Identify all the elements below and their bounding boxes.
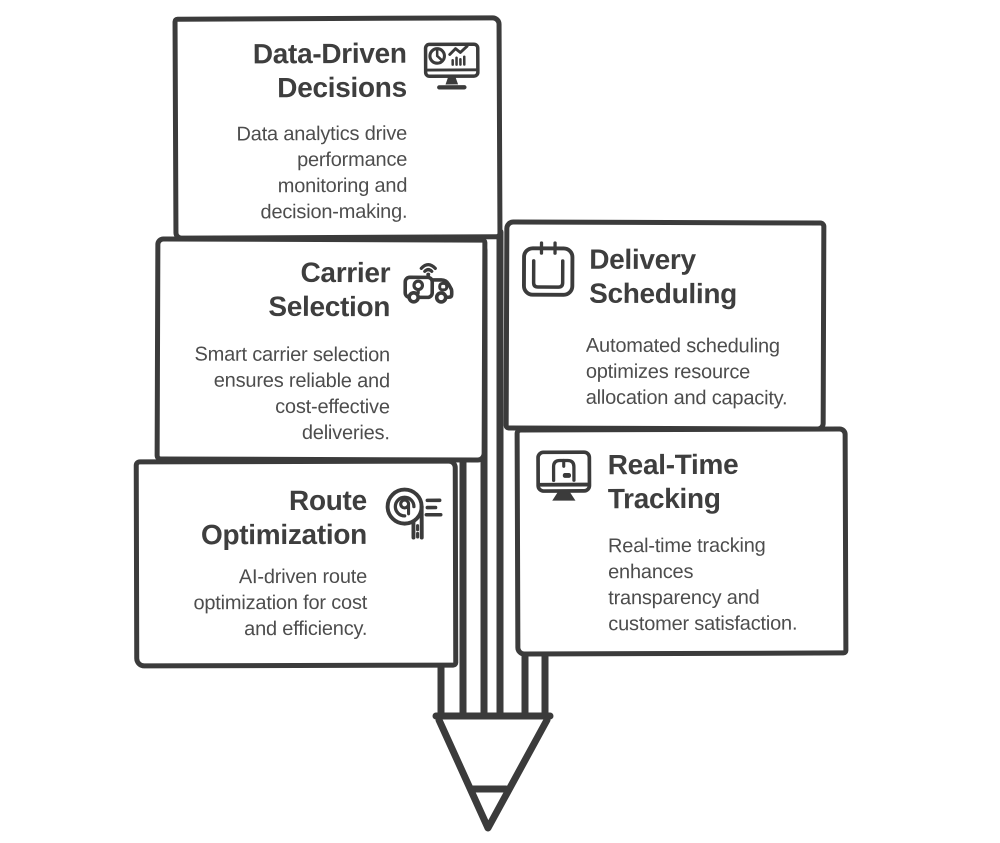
delivery-truck-icon [400,256,460,308]
analytics-monitor-icon [423,40,481,94]
calendar-icon [517,240,579,300]
tracking-monitor-icon [534,446,594,508]
card-carrier-selection: Carrier Selection Smart carrier selectio… [154,236,488,463]
route-loop-icon [379,480,445,542]
card-description: Real-time tracking enhances transparency… [607,534,798,636]
card-route-optimization: Route Optimization AI-driven route optim… [133,458,459,669]
card-description: Data analytics drive performance monitor… [236,122,408,224]
card-description: Automated scheduling optimizes resource … [585,334,788,410]
card-title: Route Optimization [200,484,367,551]
card-real-time-tracking: Real-Time Tracking Real-time tracking en… [514,426,849,657]
pencil-wood-cone [435,716,551,832]
card-title: Delivery Scheduling [589,243,738,310]
card-delivery-scheduling: Delivery Scheduling Automated scheduling… [503,219,827,432]
card-title: Data-Driven Decisions [252,37,407,104]
card-description: AI-driven route optimization for cost an… [193,565,368,641]
card-title: Carrier Selection [268,256,391,323]
card-description: Smart carrier selection ensures reliable… [194,343,391,445]
card-data-driven-decisions: Data-Driven Decisions Data analytics dri… [172,15,503,241]
card-title: Real-Time Tracking [607,448,739,515]
